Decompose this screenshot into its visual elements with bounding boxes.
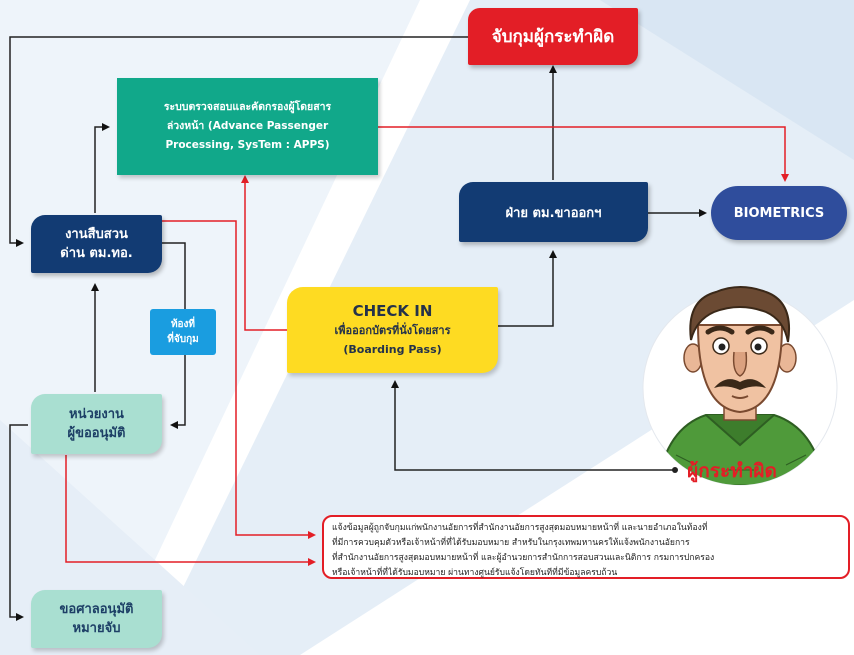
- arrest-label: จับกุมผู้กระทำผิด: [491, 27, 615, 47]
- departure-label: ฝ่าย ตม.ขาออกฯ: [505, 205, 602, 221]
- departure-box: ฝ่าย ตม.ขาออกฯ: [459, 182, 648, 242]
- offender-connector-dot: [672, 467, 678, 473]
- note-line-2: ที่มีการควบคุมตัวหรือเจ้าหน้าที่ที่ได้รั…: [332, 538, 690, 548]
- investigation-box: งานสืบสวน ด่าน ตม.ทอ.: [31, 215, 162, 273]
- line-apps-to-biometrics: [378, 126, 789, 182]
- arrest-box: จับกุมผู้กระทำผิด: [468, 8, 638, 65]
- biometrics-label: BIOMETRICS: [733, 205, 825, 221]
- note-line-3: ที่สำนักงานอัยการสูงสุดมอบหมายหน้าที่ แล…: [332, 553, 715, 563]
- checkin-label-line-3: (Boarding Pass): [343, 342, 442, 356]
- investigation-label-line-2: ด่าน ตม.ทอ.: [60, 246, 133, 261]
- requesting-unit-label-line-1: หน่วยงาน: [69, 407, 124, 422]
- offender-illustration: [642, 286, 838, 486]
- line-offender-to-checkin: [391, 380, 675, 471]
- note-line-1: แจ้งข้อมูลผู้ถูกจับกุมแก่พนักงานอัยการที…: [332, 523, 708, 533]
- line-checkin-to-departure: [498, 250, 557, 327]
- court-label-line-2: หมายจับ: [72, 621, 121, 636]
- checkin-box: CHECK IN เพื่อออกบัตรที่นั่งโดยสาร (Boar…: [287, 287, 498, 373]
- requesting-unit-box: หน่วยงาน ผู้ขออนุมัติ: [31, 394, 162, 454]
- apps-label-line-2: ล่วงหน้า (Advance Passenger: [166, 120, 329, 132]
- line-requesting-to-court: [9, 424, 28, 621]
- checkin-label-line-2: เพื่อออกบัตรที่นั่งโดยสาร: [334, 323, 451, 337]
- biometrics-box: BIOMETRICS: [711, 186, 847, 240]
- location-label-line-2: ที่จับกุม: [167, 334, 199, 345]
- court-box: ขอศาลอนุมัติ หมายจับ: [31, 590, 162, 648]
- court-label-line-1: ขอศาลอนุมัติ: [59, 602, 134, 617]
- location-tag: ท้องที่ ที่จับกุม: [150, 309, 216, 355]
- requesting-unit-label-line-2: ผู้ขออนุมัติ: [67, 426, 126, 441]
- apps-label-line-1: ระบบตรวจสอบและคัดกรองผู้โดยสาร: [163, 101, 332, 113]
- line-checkin-to-apps: [241, 175, 287, 331]
- note-line-4: หรือเจ้าหน้าที่ที่ได้รับมอบหมาย ผ่านทางศ…: [332, 568, 618, 578]
- line-requesting-to-note: [65, 455, 316, 566]
- checkin-title: CHECK IN: [352, 301, 433, 320]
- line-arrest-to-investigation: [9, 36, 468, 247]
- apps-label-line-3: Processing, SysTem : APPS): [165, 139, 330, 151]
- line-investigation-to-apps: [94, 123, 110, 213]
- investigation-label-line-1: งานสืบสวน: [65, 227, 128, 242]
- notification-note: แจ้งข้อมูลผู้ถูกจับกุมแก่พนักงานอัยการที…: [322, 515, 850, 579]
- location-label-line-1: ท้องที่: [170, 319, 196, 330]
- line-investigation-to-note: [162, 220, 316, 539]
- apps-box: ระบบตรวจสอบและคัดกรองผู้โดยสาร ล่วงหน้า …: [117, 78, 378, 175]
- offender-label: ผู้กระทำผิด: [687, 460, 777, 482]
